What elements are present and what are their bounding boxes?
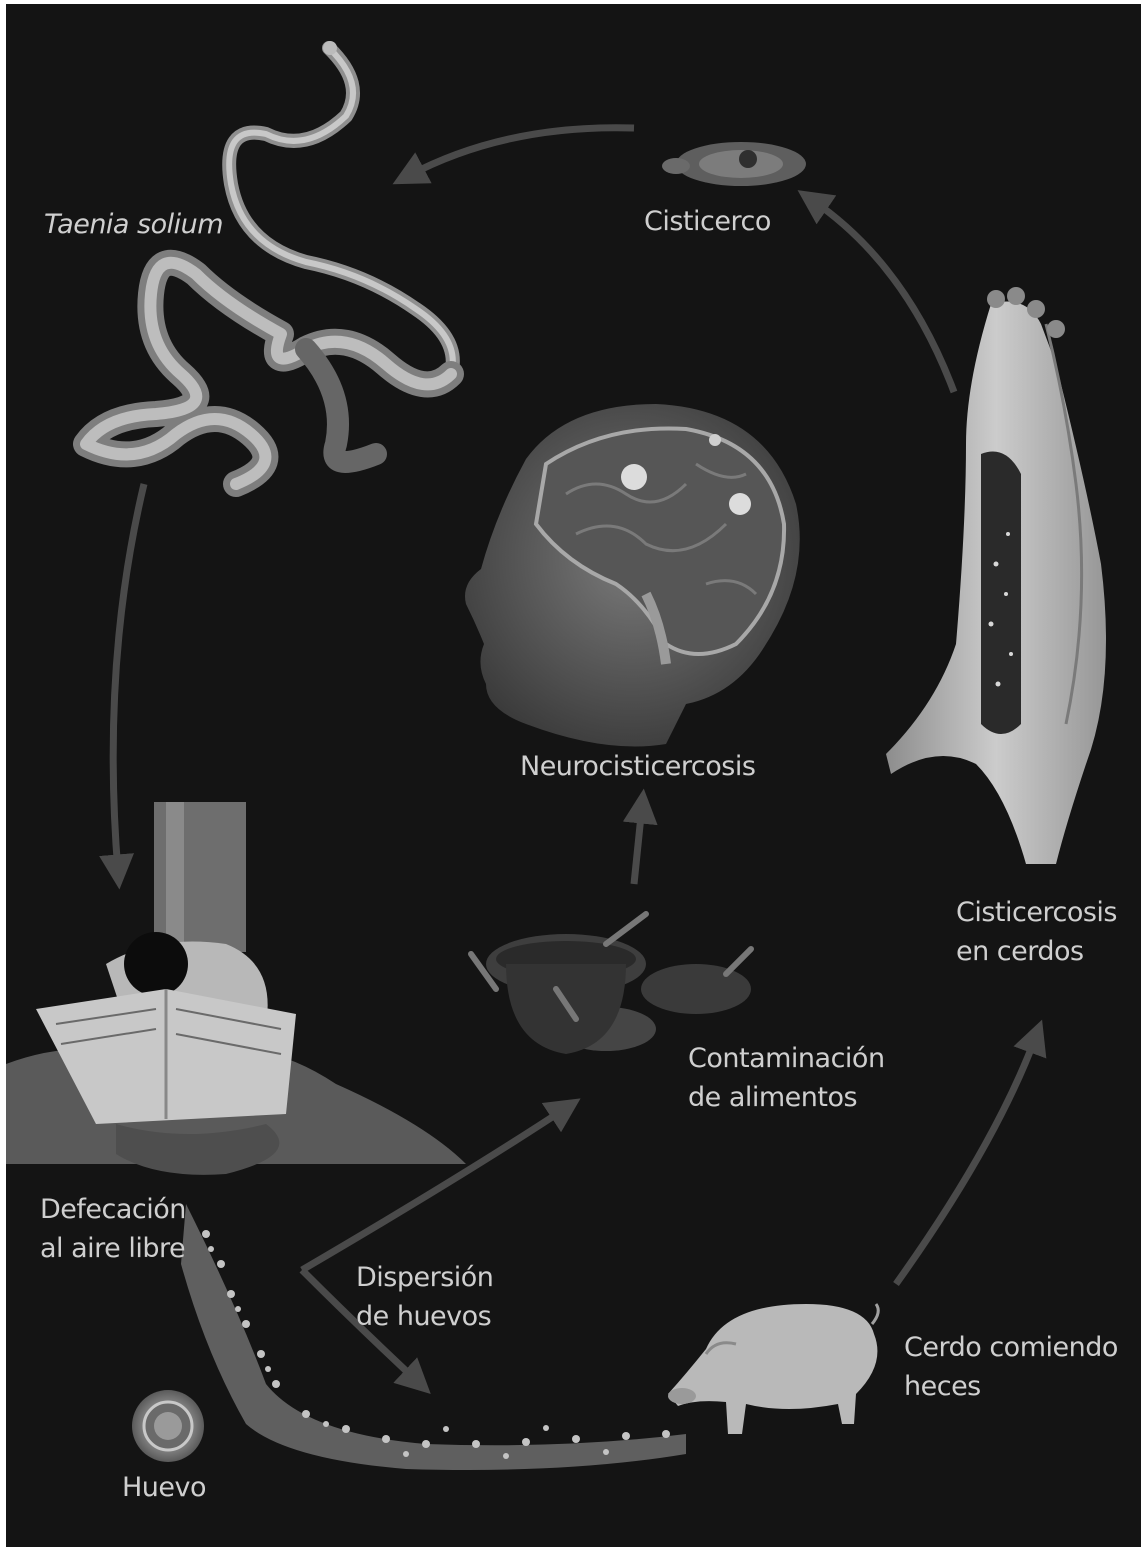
pig-illustration — [668, 1304, 878, 1434]
egg-illustration — [132, 1390, 204, 1462]
label-dispersion-huevos: Dispersión de huevos — [356, 1258, 493, 1336]
label-taenia-solium: Taenia solium — [44, 205, 223, 244]
brain-head-illustration — [465, 404, 800, 747]
label-line: Cerdo comiendo — [904, 1328, 1118, 1367]
label-line: heces — [904, 1367, 1118, 1406]
pig-carcass-illustration — [886, 287, 1106, 864]
tapeworm-illustration — [86, 41, 453, 484]
label-cerdo-comiendo-heces: Cerdo comiendo heces — [904, 1328, 1118, 1406]
food-pots-illustration — [471, 914, 751, 1054]
arrow-pig-to-cerdos — [896, 1036, 1036, 1284]
label-contaminacion-alimentos: Contaminación de alimentos — [688, 1039, 885, 1117]
label-line: en cerdos — [956, 932, 1117, 971]
label-line: Contaminación — [688, 1039, 885, 1078]
label-neurocisticercosis: Neurocisticercosis — [520, 747, 755, 786]
label-line: Defecación — [40, 1190, 186, 1229]
label-line: al aire libre — [40, 1229, 186, 1268]
outdoor-defecation-illustration — [6, 802, 466, 1175]
arrow-food-to-neuro — [634, 806, 642, 884]
label-line: de huevos — [356, 1297, 493, 1336]
arrow-cerdos-to-cisticerco — [812, 200, 954, 392]
arrow-cisticerco-to-taenia — [408, 128, 634, 176]
label-defecacion-aire-libre: Defecación al aire libre — [40, 1190, 186, 1268]
arrow-taenia-to-defecacion — [113, 484, 144, 872]
cysticercus-illustration — [662, 142, 806, 186]
scattered-eggs-illustration — [181, 1204, 686, 1470]
label-line: Cisticercosis — [956, 893, 1117, 932]
label-line: de alimentos — [688, 1078, 885, 1117]
label-line: Dispersión — [356, 1258, 493, 1297]
lifecycle-diagram: Taenia solium Cisticerco Neurocisticerco… — [6, 4, 1141, 1547]
label-huevo: Huevo — [122, 1468, 206, 1507]
label-cisticercosis-cerdos: Cisticercosis en cerdos — [956, 893, 1117, 971]
label-cisticerco: Cisticerco — [644, 202, 771, 241]
